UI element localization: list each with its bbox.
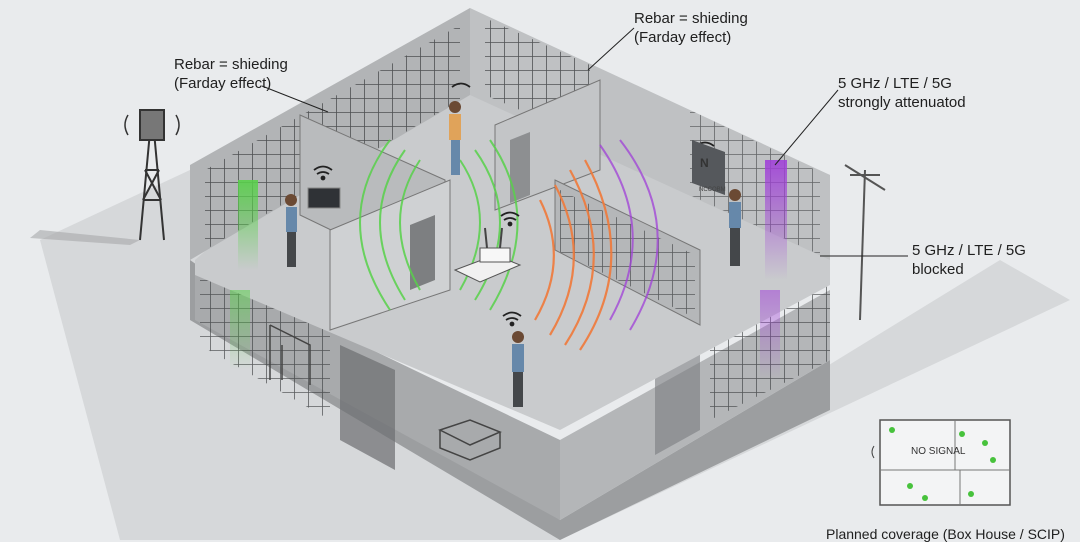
device-panel (692, 140, 725, 195)
callout-line: (Farday effect) (634, 29, 732, 46)
base-slab (190, 260, 830, 540)
green-lower-glow (230, 290, 250, 370)
person-icon (449, 101, 461, 175)
callout-attenuated: 5 GHz / LTE / 5G strongly attenuatod (838, 74, 966, 112)
no-signal-label: NO SIGNAL (911, 446, 966, 457)
floor-plan-inset (871, 419, 1011, 506)
signal-screen (307, 187, 341, 209)
callout-line: (Farday effect) (174, 75, 272, 92)
device-logo: N (700, 156, 709, 170)
antenna-icon (844, 164, 886, 321)
callout-line: Rebar = shieding (634, 10, 748, 27)
cell-tower-icon (124, 109, 180, 241)
person-icon (512, 331, 524, 407)
callout-line: strongly attenuatod (838, 94, 966, 111)
callout-line: blocked (912, 261, 964, 278)
purple-wall-glow (765, 160, 787, 280)
green-signal-waves (359, 139, 519, 311)
green-wall-glow (238, 180, 258, 270)
person-icon (729, 189, 741, 266)
purple-lower-glow (760, 290, 780, 380)
device-text: NCCOBM (699, 187, 726, 193)
floor-plan-caption: Planned coverage (Box House / SCIP) (826, 526, 1065, 542)
callout-line: 5 GHz / LTE / 5G (912, 242, 1026, 259)
person-icon (285, 194, 297, 267)
callout-blocked: 5 GHz / LTE / 5G blocked (912, 241, 1026, 279)
callout-line: Rebar = shieding (174, 56, 288, 73)
callout-rebar-top: Rebar = shieding (Farday effect) (634, 9, 748, 47)
tower-shadow (30, 230, 140, 245)
ground-shadow (40, 170, 1070, 540)
callout-rebar-left: Rebar = shieding (Farday effect) (174, 55, 288, 93)
window-back (510, 132, 530, 203)
partition-rebar-4 (560, 190, 695, 318)
callout-leader-lines (261, 27, 908, 257)
callout-line: 5 GHz / LTE / 5G (838, 75, 952, 92)
orange-signal-waves (534, 159, 613, 351)
door-opening (410, 215, 435, 290)
furniture (269, 324, 502, 461)
purple-signal-waves (599, 139, 659, 331)
router-icon (453, 227, 522, 283)
back-rebar-right2 (690, 110, 820, 255)
lower-opening (340, 345, 395, 470)
